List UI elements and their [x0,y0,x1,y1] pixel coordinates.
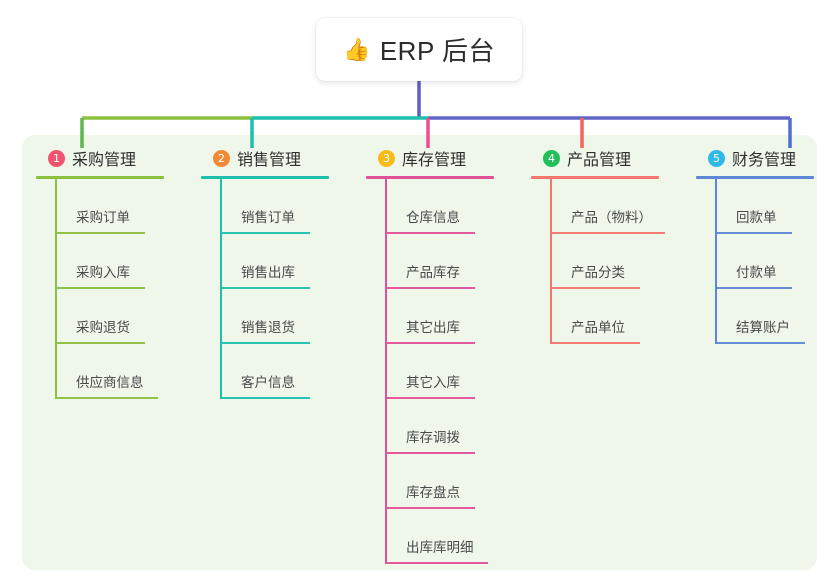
branch-item-label: 结算账户 [736,320,790,335]
branch-item[interactable]: 销售出库 [220,234,351,289]
branch-item-label: 采购入库 [76,265,130,280]
root-title: 👍 ERP 后台 [343,31,495,68]
branch-item-label: 产品单位 [571,320,625,335]
branch-item-underline [552,232,665,234]
branch-item-label: 产品分类 [571,265,625,280]
branch-item[interactable]: 结算账户 [715,289,836,344]
branch-item-underline [57,342,145,344]
branch-item[interactable]: 产品分类 [550,234,681,289]
branch-item[interactable]: 库存调拨 [385,399,516,454]
branch-item-label: 产品库存 [406,265,460,280]
branch-column-3[interactable]: 3 库存管理仓库信息产品库存其它出库其它入库库存调拨库存盘点出库库明细 [366,146,516,564]
branch-item-label: 库存盘点 [406,485,460,500]
branch-item-underline [717,232,792,234]
branch-item-label: 回款单 [736,210,777,225]
branch-item[interactable]: 库存盘点 [385,454,516,509]
branch-rule-4 [531,176,659,179]
branch-item-underline [387,232,475,234]
branch-column-5[interactable]: 5 财务管理回款单付款单结算账户 [696,146,836,344]
branch-item-label: 供应商信息 [76,375,144,390]
branch-item[interactable]: 产品单位 [550,289,681,344]
branch-item-label: 库存调拨 [406,430,460,445]
branch-column-1[interactable]: 1 采购管理采购订单采购入库采购退货供应商信息 [36,146,186,399]
branch-item-list-4: 产品（物料） 产品分类产品单位 [550,179,681,344]
branch-badge-2: 2 [213,149,230,167]
branch-item-underline [57,287,145,289]
branch-title-1: 采购管理 [72,152,137,169]
branch-rule-5 [696,176,814,179]
branch-item-list-5: 回款单付款单结算账户 [715,179,836,344]
branch-badge-3: 3 [378,149,395,167]
branch-column-2[interactable]: 2 销售管理销售订单销售出库销售退货客户信息 [201,146,351,399]
branch-item-label: 销售出库 [241,265,295,280]
branch-rule-2 [201,176,329,179]
branch-item-underline [222,397,310,399]
branch-item-underline [222,232,310,234]
branch-item-underline [387,287,475,289]
branch-item-underline [552,287,640,289]
branch-item[interactable]: 采购退货 [55,289,186,344]
branch-item-list-1: 采购订单采购入库采购退货供应商信息 [55,179,186,399]
branch-item[interactable]: 供应商信息 [55,344,186,399]
branch-item[interactable]: 销售订单 [220,179,351,234]
branch-column-4[interactable]: 4 产品管理产品（物料） 产品分类产品单位 [531,146,681,344]
thumbs-up-icon: 👍 [342,36,371,62]
branch-header-1[interactable]: 1 采购管理 [36,146,186,170]
branch-item-underline [387,342,475,344]
branch-item-underline [222,342,310,344]
branch-item-list-3: 仓库信息产品库存其它出库其它入库库存调拨库存盘点出库库明细 [385,179,516,564]
branch-header-2[interactable]: 2 销售管理 [201,146,351,170]
branch-item[interactable]: 其它入库 [385,344,516,399]
branch-rule-3 [366,176,494,179]
branch-item[interactable]: 仓库信息 [385,179,516,234]
branch-item[interactable]: 产品库存 [385,234,516,289]
branch-title-5: 财务管理 [732,152,797,169]
branch-item-underline [387,452,475,454]
branch-item-label: 其它入库 [406,375,460,390]
root-title-text: ERP 后台 [379,36,496,66]
branch-item-underline [222,287,310,289]
branch-item[interactable]: 出库库明细 [385,509,516,564]
branch-title-4: 产品管理 [567,152,632,169]
branch-item-underline [387,397,475,399]
branch-item-underline [552,342,640,344]
branch-item-underline [387,562,488,564]
branch-item-list-2: 销售订单销售出库销售退货客户信息 [220,179,351,399]
branch-header-4[interactable]: 4 产品管理 [531,146,681,170]
branch-item-label: 销售退货 [241,320,295,335]
branch-item-label: 出库库明细 [406,540,474,555]
root-node[interactable]: 👍 ERP 后台 [316,18,522,81]
branch-item[interactable]: 销售退货 [220,289,351,344]
branch-title-3: 库存管理 [402,152,467,169]
branch-item-label: 采购退货 [76,320,130,335]
branch-item[interactable]: 产品（物料） [550,179,681,234]
branch-item[interactable]: 回款单 [715,179,836,234]
branch-item-label: 采购订单 [76,210,130,225]
branch-item-label: 仓库信息 [406,210,460,225]
branch-item-label: 客户信息 [241,375,295,390]
branch-header-5[interactable]: 5 财务管理 [696,146,836,170]
branch-item-underline [57,232,145,234]
branch-item-label: 产品（物料） [571,210,652,225]
branch-title-2: 销售管理 [237,152,302,169]
branch-rule-1 [36,176,164,179]
branch-item[interactable]: 采购订单 [55,179,186,234]
branch-item[interactable]: 其它出库 [385,289,516,344]
branch-badge-5: 5 [708,149,725,167]
branch-item[interactable]: 付款单 [715,234,836,289]
branch-item-underline [57,397,158,399]
branch-item[interactable]: 客户信息 [220,344,351,399]
branch-header-3[interactable]: 3 库存管理 [366,146,516,170]
branch-item-label: 销售订单 [241,210,295,225]
branch-item-underline [717,287,792,289]
branch-item-label: 其它出库 [406,320,460,335]
branch-item-label: 付款单 [736,265,777,280]
branch-item-underline [717,342,805,344]
branch-item[interactable]: 采购入库 [55,234,186,289]
content-panel [22,135,817,570]
branch-badge-4: 4 [543,149,560,167]
branch-badge-1: 1 [48,149,65,167]
branch-item-underline [387,507,475,509]
